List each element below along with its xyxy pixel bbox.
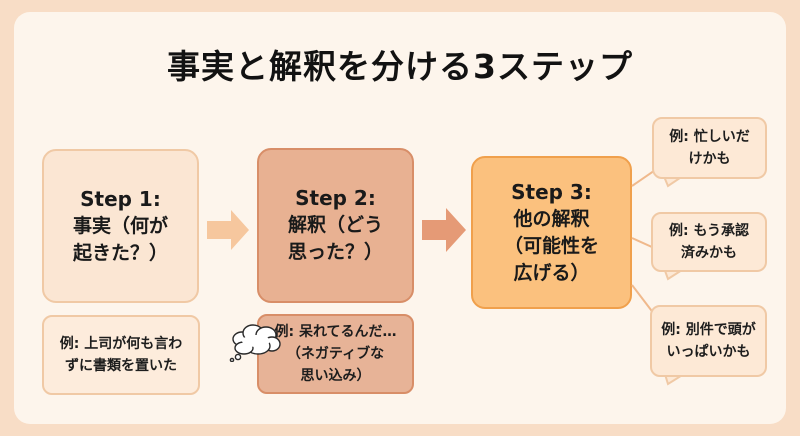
alternative-bubble-2: 例: もう承認 済みかも [651, 212, 767, 272]
alternative-3-line1: 例: 別件で頭が [661, 322, 756, 338]
right-arrow-icon [422, 208, 466, 252]
interpretation-example-line2: （ネガティブな [286, 346, 385, 362]
step-2-heading: Step 2: [295, 186, 376, 210]
alternative-1-line2: けかも [688, 151, 731, 167]
step-1-text-line1: 事実（何が [72, 214, 168, 237]
step-3-text-line2: （可能性を [503, 234, 599, 257]
step-3-heading: Step 3: [511, 179, 592, 204]
step-1-box: Step 1: 事実（何が 起きた？） [42, 149, 199, 303]
alternative-2-line2: 済みかも [681, 245, 737, 261]
fact-example-line2: ずに書類を置いた [65, 358, 177, 374]
step-3-box: Step 3: 他の解釈 （可能性を 広げる） [471, 156, 632, 309]
page-title: 事実と解釈を分ける3ステップ [167, 47, 633, 86]
step-2-text-line1: 解釈（どう [287, 214, 383, 236]
step-2-box: Step 2: 解釈（どう 思った？） [257, 148, 414, 303]
interpretation-example-line1: 例: 呆れてるんだ… [274, 324, 397, 340]
step-1-text-line2: 起きた？） [72, 241, 168, 264]
step-1-heading: Step 1: [80, 186, 161, 211]
right-arrow-icon [207, 210, 249, 250]
fact-example-line1: 例: 上司が何も言わ [59, 336, 183, 352]
interpretation-example-line3: 思い込み） [300, 368, 371, 384]
step-2-text-line2: 思った？） [287, 241, 383, 263]
thought-cloud-icon [229, 324, 281, 362]
alternative-1-line1: 例: 忙しいだ [669, 129, 750, 145]
alternative-2-line1: 例: もう承認 [668, 223, 750, 239]
interpretation-example-box: 例: 呆れてるんだ… （ネガティブな 思い込み） [257, 314, 414, 394]
alternative-bubble-1: 例: 忙しいだ けかも [652, 117, 767, 179]
step-3-text-line1: 他の解釈 [513, 207, 590, 230]
alternative-3-line2: いっぱいかも [666, 344, 751, 360]
alternative-bubble-3: 例: 別件で頭が いっぱいかも [650, 305, 767, 377]
step-3-text-line3: 広げる） [513, 261, 590, 284]
fact-example-box: 例: 上司が何も言わ ずに書類を置いた [42, 315, 200, 395]
